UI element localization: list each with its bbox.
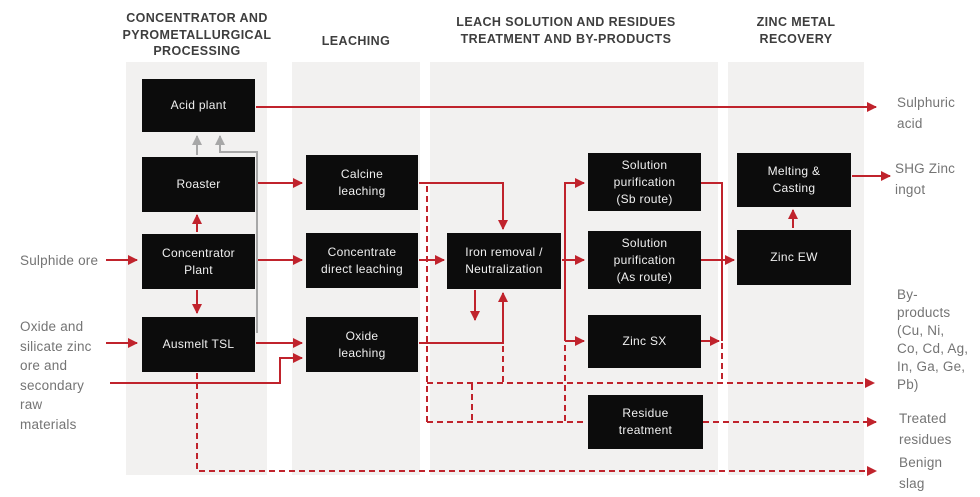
output-label-shg-zinc-ingot: SHG Zinc ingot: [895, 161, 956, 197]
arrow-ausmelt-gas-to-acid-plant: [215, 135, 258, 333]
node-zinc-ew: Zinc EW: [737, 230, 851, 285]
arrow-calcine-to-iron-removal: [419, 182, 508, 230]
node-concentrate-direct-leaching: Concentrate direct leaching: [306, 233, 418, 288]
node-iron-removal: Iron removal / Neutralization: [447, 233, 561, 289]
node-roaster: Roaster: [142, 157, 255, 212]
output-label-by-products: By- products (Cu, Ni, Co, Cd, Ag, In, Ga…: [897, 287, 969, 392]
input-label-oxide-silicate-ore: Oxide and silicate zinc ore and secondar…: [20, 319, 92, 432]
column-header-leaching: LEACHING: [321, 34, 391, 48]
node-solution-purification-as: Solution purification (As route): [588, 231, 701, 289]
node-concentrator-plant: Concentrator Plant: [142, 234, 255, 289]
column-header-leach-solution: LEACH SOLUTION AND RESIDUES TREATMENT AN…: [456, 15, 676, 46]
node-calcine-leaching: Calcine leaching: [306, 155, 418, 210]
arrow-secondary-raw-to-oxide-leaching: [110, 353, 303, 384]
line-sb-purification-output: [701, 182, 723, 341]
input-label-sulphide-ore: Sulphide ore: [20, 253, 99, 268]
node-oxide-leaching: Oxide leaching: [306, 317, 418, 372]
arrow-oxide-leaching-to-iron-removal: [419, 292, 508, 344]
output-label-sulphuric-acid: Sulphuric acid: [897, 95, 956, 131]
output-label-treated-residues: Treated residues: [899, 411, 952, 447]
node-acid-plant: Acid plant: [142, 79, 255, 132]
column-header-concentrator: CONCENTRATOR AND PYROMETALLURGICAL PROCE…: [122, 11, 272, 58]
node-melting-casting: Melting & Casting: [737, 153, 851, 207]
node-zinc-sx: Zinc SX: [588, 315, 701, 368]
node-ausmelt-tsl: Ausmelt TSL: [142, 317, 255, 372]
arrow-ausmelt-to-benign-slag: [196, 373, 877, 476]
node-residue-treatment: Residue treatment: [588, 395, 703, 449]
arrow-iron-removal-to-sb-purification: [564, 178, 585, 341]
node-solution-purification-sb: Solution purification (Sb route): [588, 153, 701, 211]
output-label-benign-slag: Benign slag: [899, 455, 943, 491]
column-header-zinc-recovery: ZINC METAL RECOVERY: [756, 15, 836, 46]
